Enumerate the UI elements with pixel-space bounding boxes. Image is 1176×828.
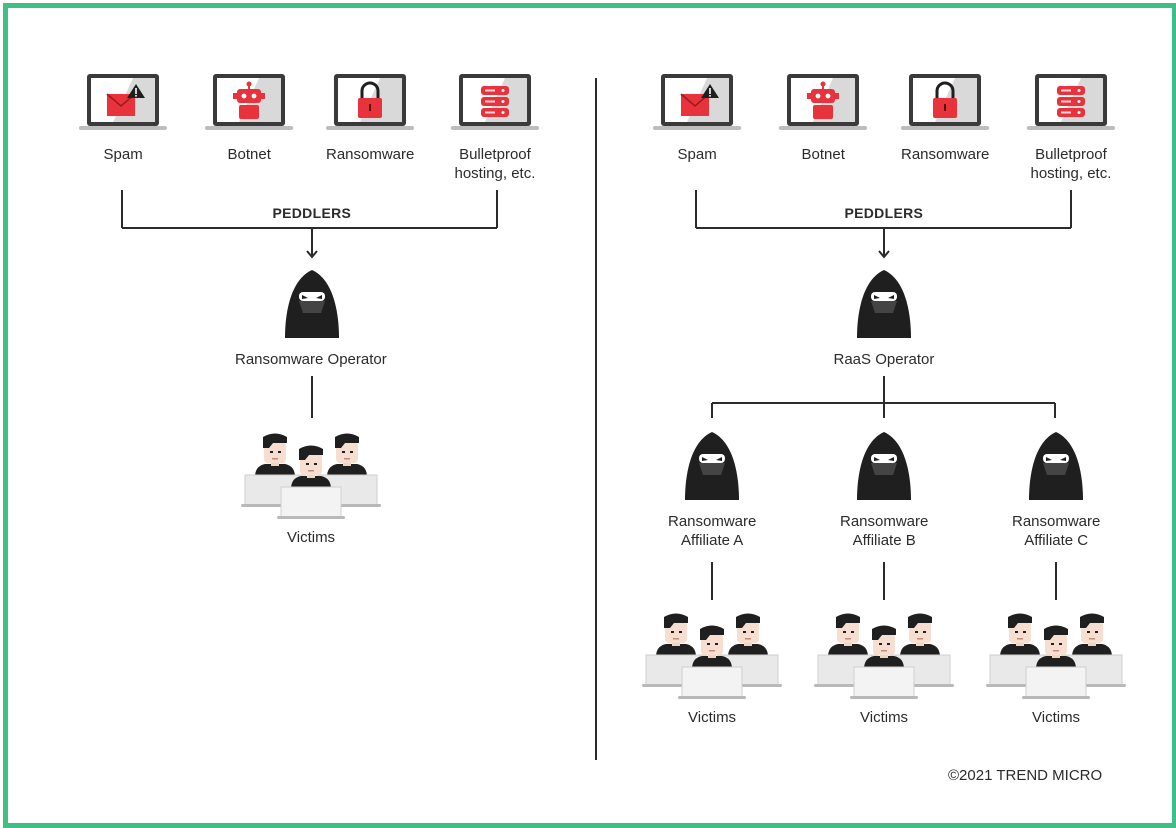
victim-person-icon <box>1000 613 1040 657</box>
victims-cluster-icon <box>986 613 1126 699</box>
peddlers-label: PEDDLERS <box>844 205 924 221</box>
service-label: Botnet <box>801 146 845 163</box>
victim-person-icon <box>900 613 940 657</box>
victims-label: Victims <box>287 529 336 546</box>
spam-envelope-icon <box>79 74 167 130</box>
victim-person-icon <box>255 433 295 477</box>
affiliate-a-icon <box>685 432 739 500</box>
victim-person-icon <box>656 613 696 657</box>
ransomware-lock-icon <box>326 74 414 130</box>
raas-operator-icon <box>857 270 911 338</box>
service-label: Ransomware <box>326 146 415 163</box>
victims-cluster-icon <box>642 613 782 699</box>
victims-label: Victims <box>1032 709 1081 726</box>
victims-label: Victims <box>860 709 909 726</box>
peddlers-label: PEDDLERS <box>272 205 352 221</box>
service-label: Botnet <box>227 146 271 163</box>
victim-person-icon <box>1072 613 1112 657</box>
service-label: Spam <box>677 146 717 163</box>
service-label: Ransomware <box>901 146 990 163</box>
botnet-robot-icon <box>779 74 867 130</box>
arrow-head <box>306 250 318 259</box>
operator-label: RaaS Operator <box>833 351 935 368</box>
victim-person-icon <box>864 625 904 669</box>
victim-person-icon <box>327 433 367 477</box>
victim-person-icon <box>828 613 868 657</box>
server-icon <box>1027 74 1115 130</box>
victim-person-icon <box>1036 625 1076 669</box>
ransomware-lock-icon <box>901 74 989 130</box>
botnet-robot-icon <box>205 74 293 130</box>
victim-person-icon <box>692 625 732 669</box>
diagram-frame <box>3 3 1176 828</box>
victim-person-icon <box>291 445 331 489</box>
victims-cluster-icon <box>241 433 381 519</box>
spam-envelope-icon <box>653 74 741 130</box>
victims-label: Victims <box>688 709 737 726</box>
server-icon <box>451 74 539 130</box>
operator-label: Ransomware Operator <box>235 351 387 368</box>
service-label: Spam <box>103 146 143 163</box>
affiliate-c-icon <box>1029 432 1083 500</box>
affiliate-b-icon <box>857 432 911 500</box>
ransomware-operator-icon <box>285 270 339 338</box>
copyright-text: ©2021 TREND MICRO <box>948 767 1103 784</box>
arrow-head <box>878 250 890 259</box>
victims-cluster-icon <box>814 613 954 699</box>
victim-person-icon <box>728 613 768 657</box>
